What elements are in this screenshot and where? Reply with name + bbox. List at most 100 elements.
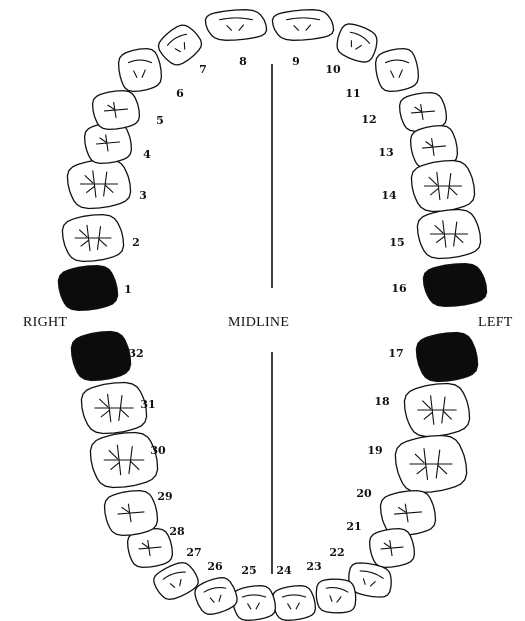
tooth-groove-lines: [417, 395, 457, 425]
tooth-number-31: 31: [140, 398, 155, 411]
tooth-groove-lines: [349, 31, 371, 50]
tooth-5: [91, 89, 141, 131]
tooth-15: [416, 208, 482, 260]
tooth-number-24: 24: [276, 564, 292, 577]
tooth-crown: [231, 585, 277, 621]
tooth-groove-lines: [429, 220, 469, 248]
tooth-groove-lines: [384, 59, 410, 78]
tooth-groove-lines: [423, 171, 463, 201]
tooth-number-20: 20: [356, 487, 372, 500]
tooth-crown: [117, 47, 163, 93]
tooth-groove-lines: [166, 33, 188, 53]
tooth-crown: [194, 577, 238, 615]
tooth-number-6: 6: [176, 87, 184, 100]
tooth-crown: [157, 24, 203, 66]
tooth-number-9: 9: [292, 55, 300, 68]
tooth-groove-lines: [138, 539, 162, 557]
midline-label: MIDLINE: [228, 315, 289, 330]
tooth-number-13: 13: [378, 146, 393, 159]
tooth-3: [66, 158, 132, 210]
tooth-6: [117, 47, 163, 93]
tooth-number-1: 1: [124, 283, 132, 296]
tooth-8: [204, 9, 268, 41]
tooth-crown: [271, 585, 317, 621]
tooth-groove-lines: [127, 59, 153, 78]
tooth-1: [57, 264, 119, 312]
tooth-groove-lines: [285, 17, 321, 31]
tooth-29: [103, 489, 159, 537]
tooth-groove-lines: [203, 587, 227, 603]
right-side-label: RIGHT: [23, 315, 67, 330]
tooth-groove-lines: [393, 503, 423, 523]
tooth-groove-lines: [74, 224, 112, 252]
tooth-21: [368, 527, 416, 569]
tooth-number-11: 11: [345, 87, 360, 100]
tooth-28: [126, 527, 174, 569]
tooth-number-19: 19: [367, 444, 382, 457]
tooth-31: [80, 381, 148, 435]
tooth-crown: [315, 578, 357, 614]
tooth-27: [153, 561, 199, 601]
tooth-number-26: 26: [207, 560, 223, 573]
tooth-number-21: 21: [346, 520, 361, 533]
tooth-number-15: 15: [389, 236, 404, 249]
teeth-layer: [57, 9, 488, 621]
tooth-groove-lines: [380, 539, 404, 557]
tooth-groove-lines: [103, 444, 145, 476]
tooth-groove-lines: [241, 594, 267, 610]
tooth-crown-filled: [422, 262, 488, 308]
tooth-crown: [204, 9, 268, 41]
tooth-2: [61, 213, 125, 263]
tooth-crown: [336, 23, 378, 63]
tooth-number-5: 5: [156, 114, 164, 127]
tooth-groove-lines: [79, 170, 119, 198]
tooth-crown-filled: [415, 331, 479, 383]
tooth-crown-filled: [70, 330, 132, 382]
tooth-number-27: 27: [186, 546, 201, 559]
tooth-groove-lines: [103, 101, 129, 119]
tooth-groove-lines: [281, 594, 307, 610]
tooth-17: [415, 331, 479, 383]
tooth-crown: [271, 9, 335, 41]
tooth-number-22: 22: [329, 546, 344, 559]
tooth-22: [348, 562, 392, 598]
tooth-number-30: 30: [150, 444, 166, 457]
tooth-groove-lines: [359, 570, 384, 587]
tooth-groove-lines: [410, 103, 436, 121]
tooth-crown: [153, 561, 199, 601]
tooth-number-28: 28: [169, 525, 185, 538]
tooth-10: [336, 23, 378, 63]
tooth-number-7: 7: [199, 63, 207, 76]
tooth-26: [194, 577, 238, 615]
tooth-number-10: 10: [325, 63, 341, 76]
tooth-7: [157, 24, 203, 66]
tooth-18: [403, 382, 471, 438]
tooth-number-3: 3: [139, 189, 147, 202]
tooth-crown: [348, 562, 392, 598]
tooth-14: [410, 159, 476, 213]
tooth-groove-lines: [162, 571, 186, 588]
tooth-number-8: 8: [239, 55, 247, 68]
tooth-number-17: 17: [388, 347, 403, 360]
tooth-24: [271, 585, 317, 621]
tooth-number-16: 16: [391, 282, 407, 295]
tooth-number-14: 14: [381, 189, 397, 202]
tooth-11: [374, 47, 420, 93]
tooth-groove-lines: [409, 448, 453, 480]
tooth-32: [70, 330, 132, 382]
tooth-30: [89, 431, 159, 489]
tooth-groove-lines: [94, 393, 134, 423]
tooth-number-32: 32: [128, 347, 143, 360]
tooth-19: [394, 434, 468, 494]
tooth-number-29: 29: [157, 490, 172, 503]
tooth-number-18: 18: [374, 395, 390, 408]
tooth-20: [379, 489, 437, 537]
tooth-groove-lines: [95, 134, 121, 152]
tooth-16: [422, 262, 488, 308]
tooth-23: [315, 578, 357, 614]
tooth-groove-lines: [218, 17, 254, 31]
tooth-25: [231, 585, 277, 621]
tooth-crown-filled: [57, 264, 119, 312]
